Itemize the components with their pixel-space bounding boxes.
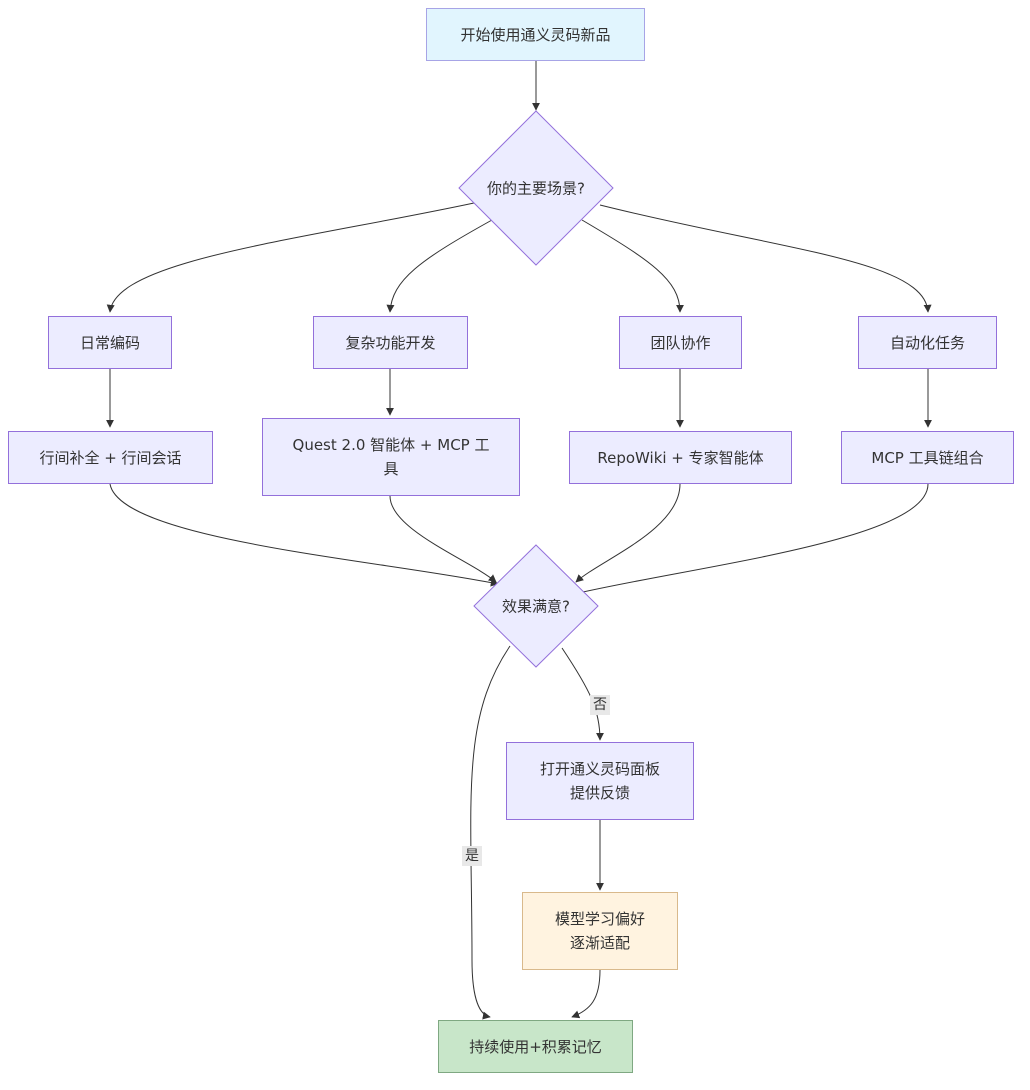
- feedback-label: 打开通义灵码面板 提供反馈: [539, 760, 660, 802]
- scenario-decision-label: 你的主要场景?: [487, 179, 585, 198]
- learn-preference-label: 模型学习偏好 逐渐适配: [554, 910, 645, 952]
- edge-completion-satisfied: [109, 483, 499, 587]
- complex-dev-node: 复杂功能开发: [313, 316, 468, 369]
- start-node: 开始使用通义灵码新品: [426, 8, 645, 61]
- learn-preference-node: 模型学习偏好 逐渐适配: [522, 892, 678, 970]
- team-collab-node: 团队协作: [619, 316, 742, 369]
- daily-coding-label: 日常编码: [79, 333, 140, 352]
- edge-label-no: 否: [590, 695, 610, 715]
- edge-satisfied-end: [470, 645, 511, 1020]
- inline-completion-node: 行间补全 + 行间会话: [8, 431, 213, 484]
- mcp-toolchain-label: MCP 工具链组合: [871, 448, 984, 467]
- edge-repowiki-satisfied: [575, 483, 681, 583]
- edge-satisfied-feedback: [561, 647, 604, 741]
- daily-coding-node: 日常编码: [48, 316, 172, 369]
- edge-quest-satisfied: [389, 495, 497, 583]
- automation-node: 自动化任务: [858, 316, 997, 369]
- quest-agent-node: Quest 2.0 智能体 + MCP 工 具: [262, 418, 520, 496]
- satisfied-decision-label: 效果满意?: [502, 597, 570, 616]
- edge-mcp-satisfied: [573, 483, 929, 597]
- automation-label: 自动化任务: [889, 333, 965, 352]
- complex-dev-label: 复杂功能开发: [345, 333, 436, 352]
- end-node-label: 持续使用+积累记忆: [469, 1037, 602, 1056]
- edge-scenario-team: [581, 219, 684, 313]
- satisfied-diamond: [473, 544, 599, 668]
- edge-scenario-auto: [599, 204, 932, 313]
- scenario-diamond: [458, 110, 614, 266]
- edge-scenario-daily: [106, 202, 475, 313]
- feedback-node: 打开通义灵码面板 提供反馈: [506, 742, 694, 820]
- team-collab-label: 团队协作: [650, 333, 711, 352]
- repowiki-label: RepoWiki + 专家智能体: [597, 448, 764, 467]
- quest-agent-label: Quest 2.0 智能体 + MCP 工 具: [292, 436, 490, 478]
- inline-completion-label: 行间补全 + 行间会话: [39, 448, 182, 467]
- edge-learn-end: [571, 969, 601, 1019]
- end-node: 持续使用+积累记忆: [438, 1020, 633, 1073]
- mcp-toolchain-node: MCP 工具链组合: [841, 431, 1014, 484]
- repowiki-node: RepoWiki + 专家智能体: [569, 431, 792, 484]
- start-node-label: 开始使用通义灵码新品: [460, 25, 611, 44]
- edge-label-yes: 是: [462, 846, 482, 866]
- edge-scenario-complex: [386, 219, 493, 313]
